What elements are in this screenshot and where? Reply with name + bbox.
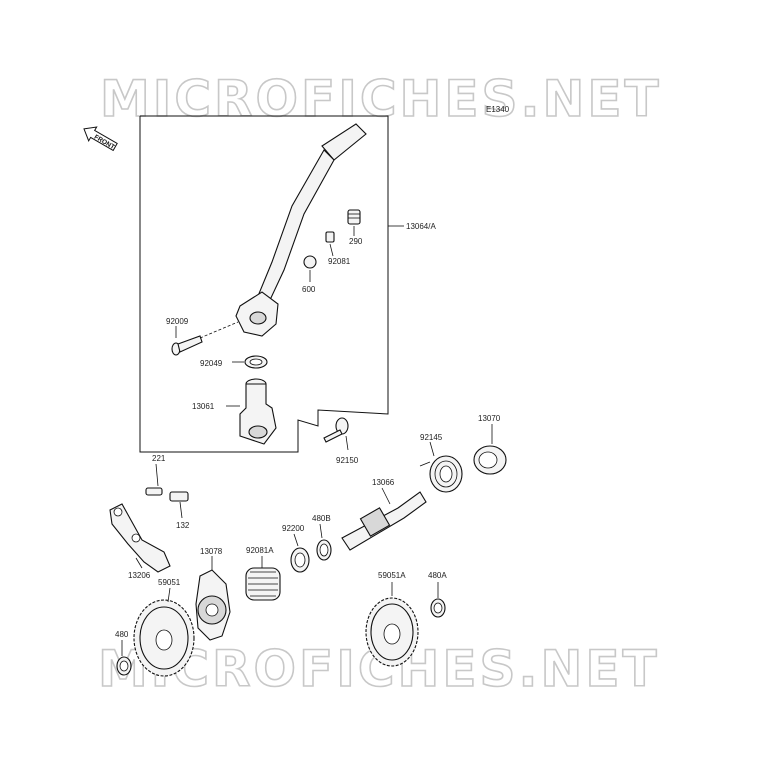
label-59051: 59051 [158,578,181,587]
spring-92081A [245,556,281,601]
plate-13206 [109,503,171,573]
circlip-480 [116,640,132,676]
label-92200: 92200 [282,524,305,533]
assembly-frame [139,115,389,453]
shaft-13066 [341,487,427,551]
circlip-480A [430,582,446,618]
label-480: 480 [115,630,129,639]
label-480B: 480B [312,514,331,523]
label-13066: 13066 [372,478,395,487]
spring-290 [347,209,361,236]
gear-59051 [133,587,195,677]
ball-600 [303,255,317,269]
label-92150: 92150 [336,456,359,465]
watermark-top: MICROFICHES.NET [100,70,662,128]
guide-13070 [473,424,507,475]
washer-92200 [290,533,310,573]
label-13070: 13070 [478,414,501,423]
label-480A: 480A [428,571,447,580]
label-13206: 13206 [128,571,151,580]
ratchet-13078 [195,556,231,641]
label-221: 221 [152,454,166,463]
bolt-92150 [323,417,349,451]
label-92145: 92145 [420,433,443,442]
label-13064A: 13064/A [406,222,436,231]
label-290: 290 [349,237,363,246]
circlip-480B [316,523,332,561]
kick-pedal-lever [235,123,367,337]
bolt-92009 [171,321,239,356]
label-600: 600 [302,285,316,294]
label-92081A: 92081A [246,546,274,555]
spring-92081 [325,231,335,257]
label-92009: 92009 [166,317,189,326]
diagram-code: E1340 [486,105,510,114]
holder-13061 [226,378,277,445]
label-13078: 13078 [200,547,223,556]
label-132: 132 [176,521,190,530]
ring-92049 [232,355,268,369]
label-13061: 13061 [192,402,215,411]
label-59051A: 59051A [378,571,406,580]
bolt-221 [145,463,163,496]
label-92049: 92049 [200,359,223,368]
label-92081: 92081 [328,257,351,266]
bolt-132 [169,491,189,519]
gear-59051A [365,582,419,667]
spring-92145 [419,441,463,493]
